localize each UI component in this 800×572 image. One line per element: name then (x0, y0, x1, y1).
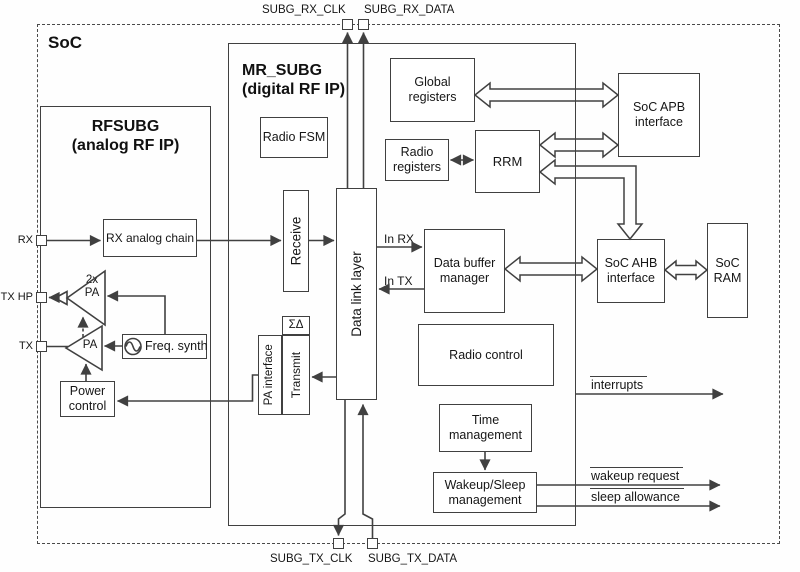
interrupts-label: interrupts (590, 376, 648, 392)
subg-tx-data-label: SUBG_TX_DATA (368, 553, 458, 565)
rx-analog-chain-box: RX analog chain (103, 219, 197, 257)
rx-pin (36, 235, 47, 246)
soc-apb-interface-box: SoC APB interface (618, 73, 700, 157)
tx-hp-pin (36, 292, 47, 303)
mr-subg-subtitle-line: (digital RF IP) (242, 81, 346, 98)
pa-interface-box: PA interface (258, 335, 282, 415)
rrm-box: RRM (475, 130, 540, 193)
data-buffer-manager-box: Data buffer manager (424, 229, 505, 313)
soc-ahb-interface-box: SoC AHB interface (597, 239, 665, 303)
rfsubg-block (40, 106, 211, 508)
radio-fsm-box: Radio FSM (260, 117, 328, 158)
pa-interface-label: PA interface (263, 344, 276, 406)
sleep-allowance-label: sleep allowance (590, 488, 684, 504)
tx-hp-pin-label: TX HP (0, 291, 33, 303)
mr-subg-block (228, 43, 576, 526)
radio-registers-box: Radio registers (385, 139, 449, 181)
tx-pin (36, 341, 47, 352)
sigma-delta-box: ΣΔ (282, 316, 310, 335)
amp-pa-label: PA (82, 339, 98, 351)
subg-rx-data-pin (358, 19, 369, 30)
receive-box: Receive (283, 190, 309, 292)
data-link-layer-box: Data link layer (336, 188, 377, 400)
soc-ram-box: SoC RAM (707, 223, 748, 318)
subg-tx-clk-label: SUBG_TX_CLK (270, 553, 353, 565)
rfsubg-title: RFSUBG (analog RF IP) (41, 117, 210, 155)
amp-2x-line1: 2x (85, 274, 99, 286)
rx-pin-label: RX (17, 234, 33, 246)
power-control-box: Power control (60, 381, 115, 417)
radio-control-box: Radio control (418, 324, 554, 386)
wakeup-sleep-box: Wakeup/Sleep management (433, 472, 537, 513)
subg-rx-clk-pin (342, 19, 353, 30)
transmit-label: Transmit (288, 351, 303, 399)
mr-subg-title: MR_SUBG (digital RF IP) (242, 61, 345, 99)
subg-tx-data-pin (367, 538, 378, 549)
rfsubg-subtitle-line: (analog RF IP) (71, 137, 180, 154)
tx-pin-label: TX (18, 340, 33, 352)
mr-subg-title-line: MR_SUBG (242, 62, 323, 79)
time-management-box: Time management (439, 404, 532, 452)
wakeup-request-label: wakeup request (590, 467, 684, 483)
amp-2x-line2: PA (84, 286, 100, 299)
data-link-layer-label: Data link layer (348, 251, 364, 337)
rfsubg-title-line: RFSUBG (91, 118, 160, 135)
subg-rx-clk-label: SUBG_RX_CLK (262, 4, 346, 16)
transmit-box: Transmit (282, 335, 310, 415)
receive-label: Receive (288, 216, 304, 266)
amp-2x-label: 2x PA (80, 274, 104, 299)
soc-label: SoC (48, 33, 82, 52)
global-registers-box: Global registers (390, 58, 475, 122)
in-rx-label: In RX (384, 232, 415, 246)
subg-rx-data-label: SUBG_RX_DATA (364, 4, 455, 16)
freq-synth-box: Freq. synth (122, 334, 208, 359)
subg-tx-clk-pin (333, 538, 344, 549)
soc-boundary (37, 24, 780, 544)
in-tx-label: In TX (384, 274, 413, 288)
